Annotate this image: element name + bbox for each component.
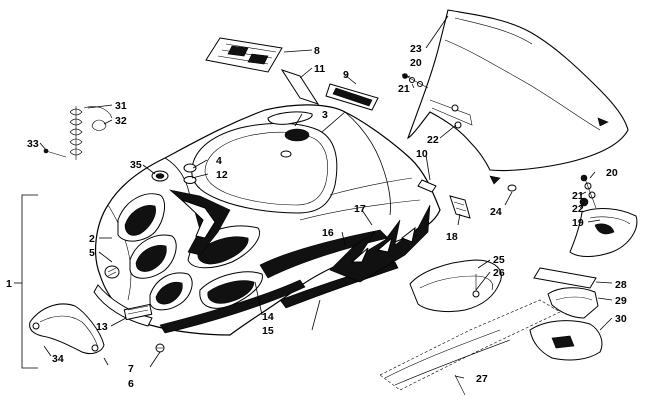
right-side-parts	[379, 208, 638, 396]
callout-3: 3	[322, 109, 328, 121]
top-decals	[205, 37, 471, 219]
callout-25: 25	[493, 254, 505, 266]
callout-10: 10	[416, 148, 428, 160]
callout-32: 32	[115, 115, 127, 127]
callout-22a: 22	[427, 134, 439, 146]
callout-33: 33	[27, 138, 39, 150]
callout-9: 9	[343, 69, 349, 81]
callout-27: 27	[476, 373, 488, 385]
callout-6: 6	[128, 378, 134, 390]
left-side-parts	[29, 106, 113, 355]
callout-labels: 1 2 3 4 5 6 7 8 9 10 11 12 13 14 15 16 1…	[6, 43, 627, 390]
callout-11: 11	[314, 63, 325, 75]
callout-15: 15	[262, 325, 274, 337]
callout-20b: 20	[606, 167, 618, 179]
callout-5: 5	[89, 247, 95, 259]
callout-2: 2	[89, 233, 95, 245]
callout-29: 29	[615, 295, 627, 307]
callout-20a: 20	[410, 57, 422, 69]
callout-4: 4	[216, 155, 222, 167]
callout-23: 23	[410, 43, 422, 55]
callout-24: 24	[490, 206, 502, 218]
leader-lines	[14, 15, 613, 379]
callout-16: 16	[322, 227, 334, 239]
callout-13: 13	[96, 321, 108, 333]
windshield-hardware	[401, 73, 597, 209]
callout-26: 26	[493, 267, 505, 279]
callout-1: 1	[6, 278, 12, 290]
callout-21a: 21	[398, 83, 410, 95]
callout-21b: 21	[572, 190, 584, 202]
callout-35: 35	[130, 159, 142, 171]
callout-30: 30	[615, 313, 627, 325]
callout-14: 14	[262, 311, 274, 323]
callout-31: 31	[115, 100, 127, 112]
callout-7: 7	[128, 363, 134, 375]
callout-22b: 22	[572, 203, 584, 215]
callout-28: 28	[615, 279, 627, 291]
callout-18: 18	[446, 231, 458, 243]
callout-34: 34	[52, 353, 64, 365]
callout-19: 19	[572, 217, 584, 229]
hood-assembly	[93, 104, 441, 353]
callout-17: 17	[354, 203, 366, 215]
callout-8: 8	[314, 45, 320, 57]
callout-12: 12	[216, 169, 228, 181]
windshield	[407, 9, 629, 185]
